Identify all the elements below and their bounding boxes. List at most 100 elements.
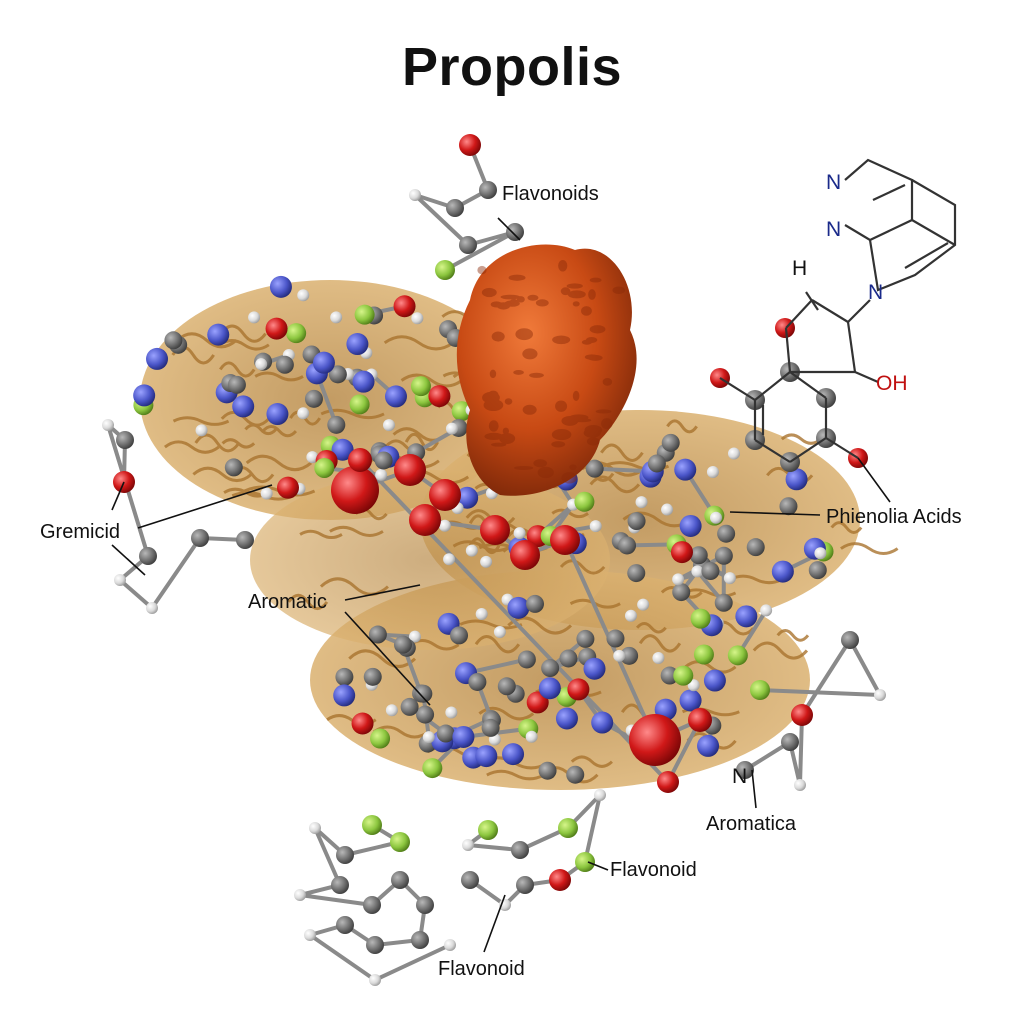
resin-texture xyxy=(535,299,549,307)
protein-ribbon xyxy=(261,425,298,438)
atom-sphere xyxy=(304,389,323,408)
atom-sphere xyxy=(260,487,273,500)
atom-sphere xyxy=(620,646,639,665)
protein-ribbon xyxy=(245,454,313,472)
atom-sphere xyxy=(750,680,770,700)
atom-sphere xyxy=(714,593,733,612)
atom-sphere xyxy=(352,370,375,393)
resin-texture xyxy=(477,265,487,275)
protein-ribbon xyxy=(244,423,278,436)
atom-sphere xyxy=(510,540,540,570)
protein-ribbon xyxy=(776,629,810,642)
protein-ribbon xyxy=(589,475,641,494)
atom-sphere xyxy=(195,424,208,437)
atom-sphere xyxy=(746,538,765,557)
label-aromatica: Aromatica xyxy=(706,813,797,835)
atom-sphere xyxy=(661,433,680,452)
atom-sphere xyxy=(701,562,720,581)
resin-texture xyxy=(551,429,572,441)
protein-ribbon xyxy=(372,725,430,739)
atom-sphere xyxy=(583,657,606,680)
protein-ribbon xyxy=(348,649,417,668)
atom-sphere xyxy=(297,289,310,302)
bond xyxy=(150,536,202,610)
atom-sphere xyxy=(265,317,288,340)
atom-sphere xyxy=(331,438,354,461)
resin-texture xyxy=(569,414,589,421)
resin-texture xyxy=(500,294,521,300)
resin-texture xyxy=(561,472,577,484)
atom-sphere xyxy=(422,731,435,744)
atom-sphere xyxy=(333,684,356,707)
atom-sphere xyxy=(550,525,580,555)
atom-sphere xyxy=(647,454,666,473)
atom-sphere xyxy=(461,871,479,889)
atom-sphere xyxy=(697,734,720,757)
protein-ribbon xyxy=(459,619,523,630)
resin-texture xyxy=(560,287,571,296)
resin-texture xyxy=(533,459,548,468)
atom-sphere xyxy=(874,689,886,701)
resin-texture xyxy=(567,290,586,299)
atom-sphere xyxy=(224,458,243,477)
atom-sphere xyxy=(574,491,595,512)
protein-ribbon xyxy=(840,542,899,556)
resin-texture xyxy=(513,370,524,375)
atom-sphere xyxy=(714,546,733,565)
atom-sphere xyxy=(559,649,578,668)
atom-sphere xyxy=(369,974,381,986)
atom-sphere xyxy=(727,645,748,666)
atom-sphere xyxy=(435,260,455,280)
atom-sphere xyxy=(348,448,372,472)
atom-sphere xyxy=(687,679,700,692)
bond xyxy=(313,826,342,887)
atom-sphere xyxy=(794,779,806,791)
protein-ribbon xyxy=(192,466,253,483)
label-flavonoid-right: Flavonoid xyxy=(610,859,697,881)
atom-n1-label: N xyxy=(826,171,842,194)
atom-sphere xyxy=(429,479,461,511)
atom-sphere xyxy=(558,818,578,838)
resin-texture xyxy=(502,427,510,435)
atom-sphere xyxy=(672,573,685,586)
atom-sphere xyxy=(336,916,354,934)
atom-sphere xyxy=(771,560,794,583)
atom-sphere xyxy=(409,504,441,536)
protein-ribbon xyxy=(635,622,667,634)
atom-sphere xyxy=(269,275,292,298)
atom-sphere xyxy=(139,547,157,565)
protein-ribbon xyxy=(638,634,682,653)
protein-ribbon xyxy=(666,419,698,434)
resin-texture xyxy=(589,325,606,334)
atom-sphere xyxy=(566,765,585,784)
atom-sphere xyxy=(414,684,433,703)
atom-sphere xyxy=(349,394,370,415)
atom-sphere xyxy=(363,896,381,914)
atom-sphere xyxy=(331,466,379,514)
protein-ribbon xyxy=(551,508,589,519)
atom-sphere xyxy=(309,822,321,834)
atom-sphere xyxy=(330,311,343,324)
bond xyxy=(758,688,882,697)
atom-sphere xyxy=(363,667,382,686)
protein-ribbon xyxy=(220,410,270,427)
atom-sphere xyxy=(248,311,261,324)
atom-sphere xyxy=(576,629,595,648)
label-flavonoid-bottom: Flavonoid xyxy=(438,958,525,980)
atom-sphere xyxy=(591,711,614,734)
resin-texture xyxy=(602,377,613,386)
resin-texture xyxy=(589,277,602,283)
protein-ribbon xyxy=(830,521,863,534)
atom-sphere xyxy=(785,468,808,491)
resin-texture xyxy=(572,301,580,307)
protein-ribbon xyxy=(507,616,573,635)
atom-sphere xyxy=(286,323,307,344)
atom-sphere xyxy=(808,561,827,580)
atom-sphere xyxy=(335,667,354,686)
atom-sphere xyxy=(276,476,299,499)
atom-sphere xyxy=(703,669,726,692)
protein-ribbon xyxy=(600,443,644,462)
atom-sphere xyxy=(589,520,602,533)
atom-sphere xyxy=(627,512,646,531)
